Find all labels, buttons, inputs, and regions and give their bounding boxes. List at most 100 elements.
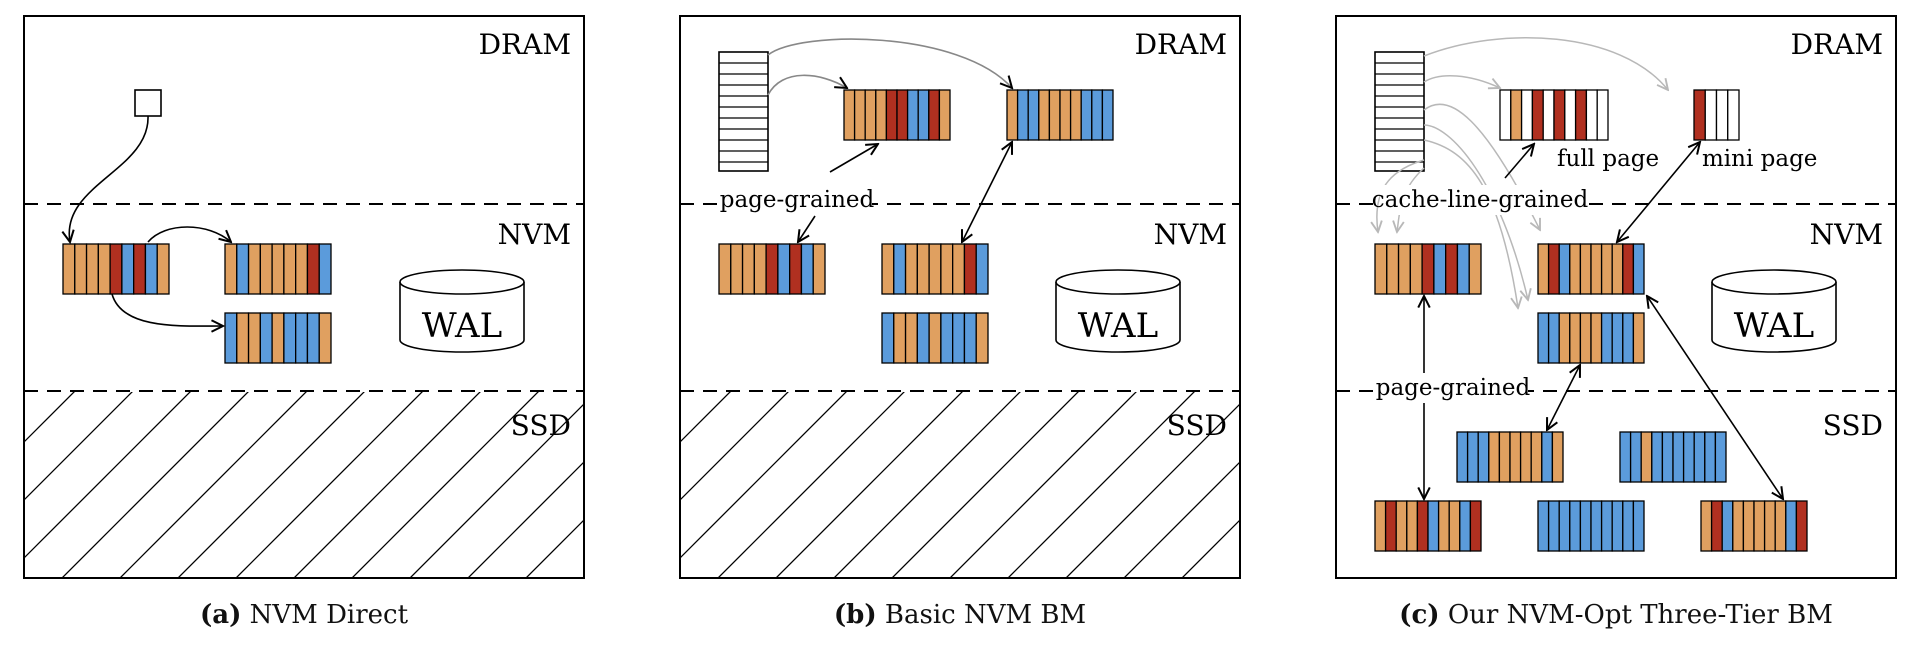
pointer-arrow <box>69 115 149 242</box>
page-cell <box>1721 500 1734 552</box>
page-cell <box>271 312 285 364</box>
page-cell <box>1569 500 1582 552</box>
page-cell <box>74 243 88 295</box>
page-cell <box>1016 89 1029 141</box>
page-cell <box>1459 500 1472 552</box>
page-cell <box>1499 89 1512 141</box>
wal-cylinder: WAL <box>1055 269 1181 353</box>
page-cell <box>283 312 297 364</box>
page-cell <box>940 312 954 364</box>
page-cell <box>1456 431 1469 483</box>
page-cell <box>963 243 977 295</box>
panel-a-frame <box>23 15 585 579</box>
lookup-arrows <box>1377 37 1668 308</box>
page-cell <box>236 243 250 295</box>
caption-text: NVM Direct <box>249 600 409 630</box>
page-cell <box>718 243 732 295</box>
page-cell <box>1038 89 1051 141</box>
page-cell <box>975 243 989 295</box>
migration-arrow <box>962 142 1012 242</box>
page-cell <box>1547 312 1560 364</box>
page-cell <box>1629 431 1642 483</box>
page-strip <box>881 312 989 364</box>
page-cell <box>1520 89 1534 141</box>
caption-letter: (c) <box>1399 600 1440 630</box>
dram-label: DRAM <box>1135 28 1227 61</box>
page-cell <box>1416 500 1429 552</box>
page-cell <box>1547 243 1560 295</box>
page-strip <box>1619 431 1727 483</box>
page-cell <box>952 312 966 364</box>
page-cell <box>1693 89 1706 141</box>
page-table <box>1374 51 1425 172</box>
page-cell <box>1421 243 1435 295</box>
page-cell <box>1048 89 1061 141</box>
page-strip <box>62 243 170 295</box>
wal-label: WAL <box>1734 306 1814 346</box>
page-cell <box>283 243 297 295</box>
page-cell <box>843 89 856 141</box>
page-cell <box>1547 500 1560 552</box>
page-cell <box>236 312 250 364</box>
page-strip <box>718 243 826 295</box>
page-cell <box>1395 500 1408 552</box>
ssd-unavailable-hatch <box>680 392 1240 577</box>
label-mask <box>1380 185 1580 215</box>
page-strip <box>1693 89 1740 141</box>
page-strip <box>1537 312 1645 364</box>
copy-arrow <box>111 293 223 326</box>
page-cell <box>1585 89 1598 141</box>
page-strip <box>881 243 989 295</box>
page-cell <box>952 243 966 295</box>
page-cell <box>940 243 954 295</box>
page-cell <box>1530 431 1543 483</box>
nvm-label: NVM <box>1810 218 1883 251</box>
page-cell <box>777 243 791 295</box>
nvm-label: NVM <box>498 218 571 251</box>
page-cell <box>1622 312 1635 364</box>
migration-arrow <box>1617 142 1700 242</box>
page-cell <box>295 312 309 364</box>
page-cell <box>1080 89 1093 141</box>
page-cell <box>1590 243 1603 295</box>
page-cell <box>1374 243 1388 295</box>
page-cell <box>1672 431 1685 483</box>
page-cell <box>853 89 866 141</box>
page-cell <box>1611 500 1624 552</box>
page-cell <box>875 89 888 141</box>
caption-text: Our NVM-Opt Three-Tier BM <box>1447 600 1833 630</box>
caption-letter: (b) <box>833 600 877 630</box>
page-cell <box>741 243 755 295</box>
page-cell <box>1574 89 1588 141</box>
page-strip <box>1499 89 1609 141</box>
page-cell <box>1537 243 1550 295</box>
page-cell <box>1715 89 1729 141</box>
page-cell <box>893 312 907 364</box>
dram-label: DRAM <box>479 28 571 61</box>
ssd-unavailable-hatch <box>24 392 584 577</box>
page-cell <box>1409 243 1423 295</box>
wal-label: WAL <box>422 306 502 346</box>
page-cell <box>1537 500 1550 552</box>
page-cell <box>295 243 309 295</box>
page-cell <box>812 243 826 295</box>
pointer-box <box>134 89 162 117</box>
page-cell <box>1510 89 1523 141</box>
page-cell <box>1101 89 1114 141</box>
page-cell <box>1700 500 1713 552</box>
page-cell <box>1704 431 1717 483</box>
page-cell <box>938 89 951 141</box>
page-cell <box>916 243 930 295</box>
page-grained-arrow <box>829 144 878 173</box>
dram-label: DRAM <box>1791 28 1883 61</box>
page-cell <box>1693 431 1706 483</box>
mini-page-label: mini page <box>1702 146 1817 172</box>
panel-b: DRAM NVM SSD page-grained WAL <box>679 15 1241 579</box>
page-grained-arrow <box>1547 365 1580 430</box>
page-cell <box>1406 500 1419 552</box>
page-cell <box>1537 312 1550 364</box>
page-cell <box>1710 500 1723 552</box>
caption-a: (a) NVM Direct <box>4 600 604 630</box>
page-cell <box>1763 500 1776 552</box>
